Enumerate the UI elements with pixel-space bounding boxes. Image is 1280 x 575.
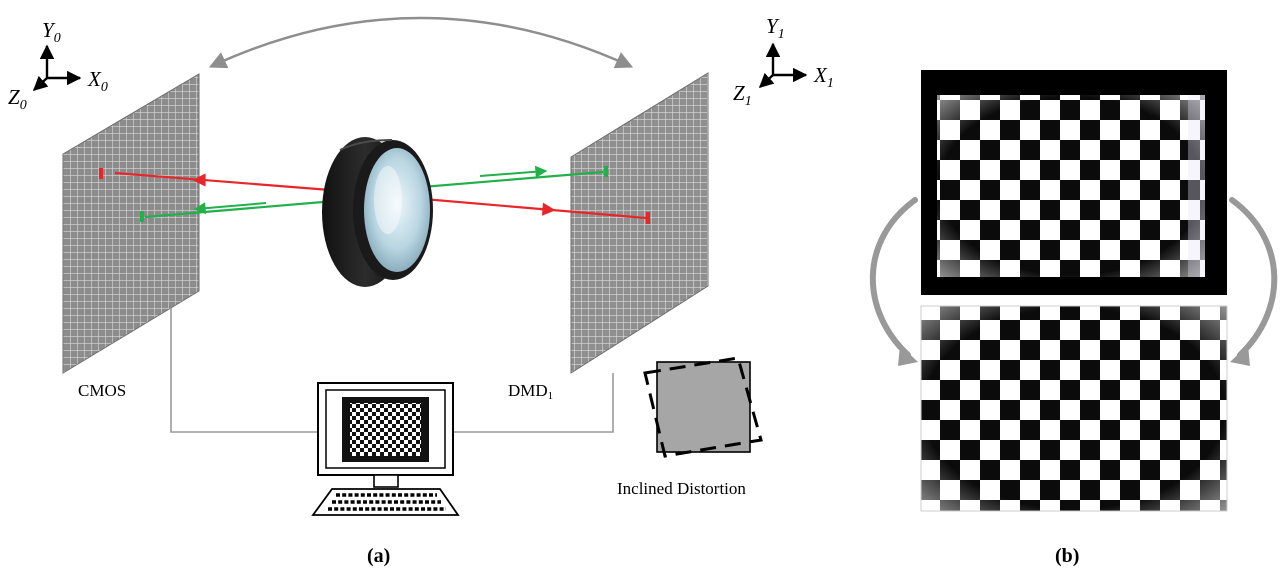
computer-icon [311, 382, 460, 516]
axes-right: Y1 X1 Z1 [733, 14, 834, 109]
cmos-sensor [62, 73, 200, 374]
optical-rays [99, 165, 650, 224]
dmd-panel [570, 72, 709, 374]
left-curved-arrow [869, 197, 918, 358]
axis-x0-label: X0 [87, 67, 108, 95]
lens [322, 137, 433, 287]
swap-arc-arrow [208, 16, 634, 69]
distortion-label: Inclined Distortion [617, 479, 746, 498]
axis-z0-label: Z0 [8, 85, 27, 113]
cmos-label: CMOS [78, 381, 126, 400]
caption-a: (a) [367, 545, 390, 567]
panel-b: (b) [869, 70, 1278, 567]
inclined-distortion-icon [643, 356, 763, 458]
cmos-cable [170, 308, 318, 433]
dmd-label: DMD1 [508, 381, 553, 402]
axis-x1-label: X1 [813, 63, 834, 91]
caption-b: (b) [1055, 545, 1079, 567]
axis-y0-label: Y0 [42, 18, 61, 46]
axis-z1-label: Z1 [733, 81, 752, 109]
panel-a: Y0 X0 Z0 Y1 X1 Z1 [8, 14, 834, 567]
axes-left: Y0 X0 Z0 [8, 18, 108, 113]
axis-y1-label: Y1 [766, 14, 785, 42]
right-curved-arrow [1229, 197, 1278, 358]
dmd-cable [452, 373, 614, 433]
